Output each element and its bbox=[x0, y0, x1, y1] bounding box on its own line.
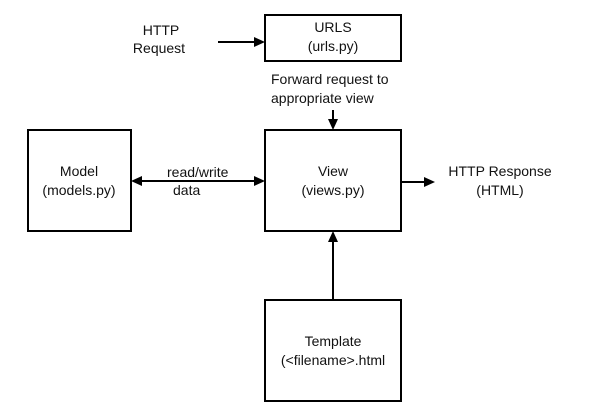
http-request-label-line1: HTTP bbox=[143, 22, 180, 38]
model-box: Model (models.py) bbox=[27, 129, 132, 232]
view-box-title: View bbox=[318, 163, 349, 179]
arrow-urls-to-view bbox=[328, 110, 338, 130]
template-box-subtitle: (<filename>.html bbox=[281, 352, 385, 368]
arrow-view-model-bidirectional bbox=[131, 176, 265, 186]
model-box-subtitle: (models.py) bbox=[42, 182, 115, 198]
view-box: View (views.py) bbox=[264, 129, 402, 232]
read-write-label-line2: data bbox=[173, 182, 200, 198]
urls-box-subtitle: (urls.py) bbox=[308, 38, 359, 54]
model-box-title: Model bbox=[60, 163, 98, 179]
forward-label-line1: Forward request to bbox=[271, 71, 389, 87]
template-box: Template (<filename>.html bbox=[264, 299, 402, 402]
arrow-request-to-urls bbox=[218, 37, 265, 47]
arrow-view-to-response bbox=[401, 177, 435, 187]
http-response-label-line1: HTTP Response bbox=[448, 163, 551, 179]
read-write-label-line1: read/write bbox=[167, 164, 229, 180]
urls-box-title: URLS bbox=[314, 19, 351, 35]
urls-box: URLS (urls.py) bbox=[264, 14, 402, 62]
http-response-label-line2: (HTML) bbox=[476, 182, 523, 198]
template-box-title: Template bbox=[305, 333, 362, 349]
view-box-subtitle: (views.py) bbox=[301, 182, 364, 198]
forward-label-line2: appropriate view bbox=[271, 90, 375, 106]
http-request-label-line2: Request bbox=[133, 40, 185, 56]
arrow-template-to-view bbox=[328, 231, 338, 300]
